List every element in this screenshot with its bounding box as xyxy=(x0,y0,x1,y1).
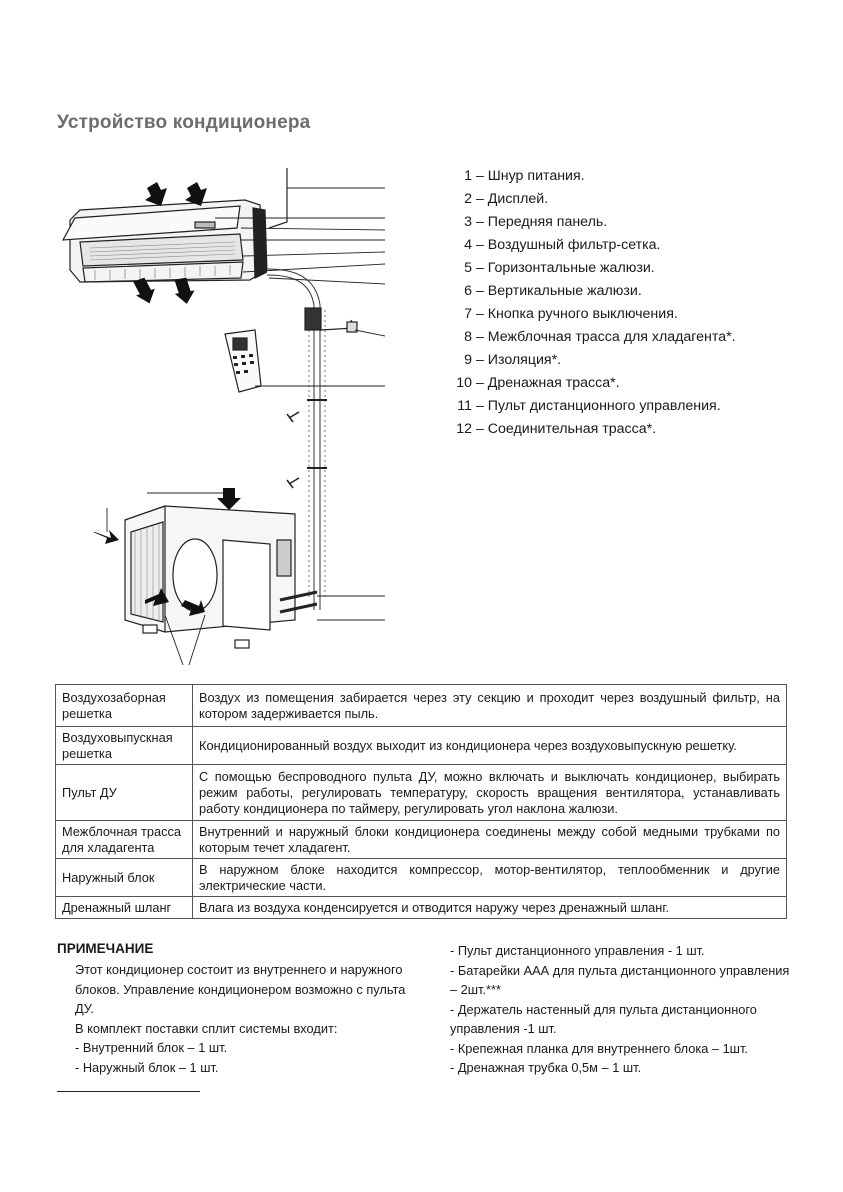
table-term: Пульт ДУ xyxy=(55,764,193,821)
legend-item: 4 – Воздушный фильтр-сетка. xyxy=(464,237,661,253)
indoor-unit xyxy=(61,199,268,283)
table-term: Воздухозаборная решетка xyxy=(55,684,193,727)
page-title: Устройство кондиционера xyxy=(57,112,311,133)
note-list-item: - Наружный блок – 1 шт. xyxy=(75,1059,219,1075)
note-list-item: - Держатель настенный для пульта дистанц… xyxy=(450,1001,757,1037)
parts-description-table: Воздухозаборная решетка Воздух из помеще… xyxy=(55,684,787,919)
note-list-item: - Внутренний блок – 1 шт. xyxy=(75,1040,228,1055)
table-row: Пульт ДУ С помощью беспроводного пульта … xyxy=(55,764,787,821)
legend-item: 9 – Изоляция*. xyxy=(464,352,562,368)
table-term: Наружный блок xyxy=(55,858,193,897)
air-conditioner-diagram xyxy=(61,168,386,666)
table-row: Воздуховыпускная решетка Кондиционирован… xyxy=(55,726,787,765)
table-row: Воздухозаборная решетка Воздух из помеще… xyxy=(55,684,787,727)
table-definition: Воздух из помещения забирается через эту… xyxy=(192,684,787,727)
note-body-left: Этот кондиционер состоит из внутреннего … xyxy=(57,960,412,1077)
legend-item: 1 – Шнур питания. xyxy=(464,168,585,184)
note-paragraph: В комплект поставки сплит системы входит… xyxy=(75,1020,338,1036)
note-heading: ПРИМЕЧАНИЕ xyxy=(57,941,154,956)
table-definition: С помощью беспроводного пульта ДУ, можно… xyxy=(192,764,787,821)
legend-item: 5 – Горизонтальные жалюзи. xyxy=(464,260,655,276)
table-definition: Влага из воздуха конденсируется и отводи… xyxy=(192,896,787,919)
outdoor-unit xyxy=(124,505,318,649)
legend-item: 3 – Передняя панель. xyxy=(464,214,608,230)
table-term: Воздуховыпускная решетка xyxy=(55,726,193,765)
legend-item: 7 – Кнопка ручного выключения. xyxy=(464,306,678,322)
legend-item: 6 – Вертикальные жалюзи. xyxy=(464,283,642,299)
table-term: Межблочная трасса для хладагента xyxy=(55,820,193,859)
remote-control xyxy=(224,329,262,393)
legend-item: 10 – Дренажная трасса*. xyxy=(456,375,620,391)
note-body-right: - Пульт дистанционного управления - 1 шт… xyxy=(450,941,795,1078)
legend-item: 11 – Пульт дистанционного управления. xyxy=(457,398,721,414)
legend-item: 12 – Соединительная трасса*. xyxy=(456,421,657,437)
table-row: Дренажный шланг Влага из воздуха конденс… xyxy=(55,896,787,919)
table-row: Наружный блок В наружном блоке находится… xyxy=(55,858,787,897)
table-term: Дренажный шланг xyxy=(55,896,193,919)
table-row: Межблочная трасса для хладагента Внутрен… xyxy=(55,820,787,859)
airflow-arrow-icon xyxy=(93,182,241,616)
note-paragraph: Этот кондиционер состоит из внутреннего … xyxy=(75,962,406,1016)
legend-item: 8 – Межблочная трасса для хладагента*. xyxy=(464,329,736,345)
footnote-divider xyxy=(57,1091,200,1092)
note-list-item: - Пульт дистанционного управления - 1 шт… xyxy=(450,943,705,958)
table-definition: Внутренний и наружный блоки кондиционера… xyxy=(192,820,787,859)
table-definition: Кондиционированный воздух выходит из кон… xyxy=(192,726,787,765)
note-list-item: - Дренажная трубка 0,5м – 1 шт. xyxy=(450,1060,642,1075)
note-list-item: - Батарейки ААА для пульта дистанционног… xyxy=(450,962,790,998)
note-list-item: - Крепежная планка для внутреннего блока… xyxy=(450,1040,748,1056)
table-definition: В наружном блоке находится компрессор, м… xyxy=(192,858,787,897)
parts-legend: 1 – Шнур питания. 2 – Дисплей. 3 – Перед… xyxy=(440,165,736,441)
legend-item: 2 – Дисплей. xyxy=(464,191,549,207)
